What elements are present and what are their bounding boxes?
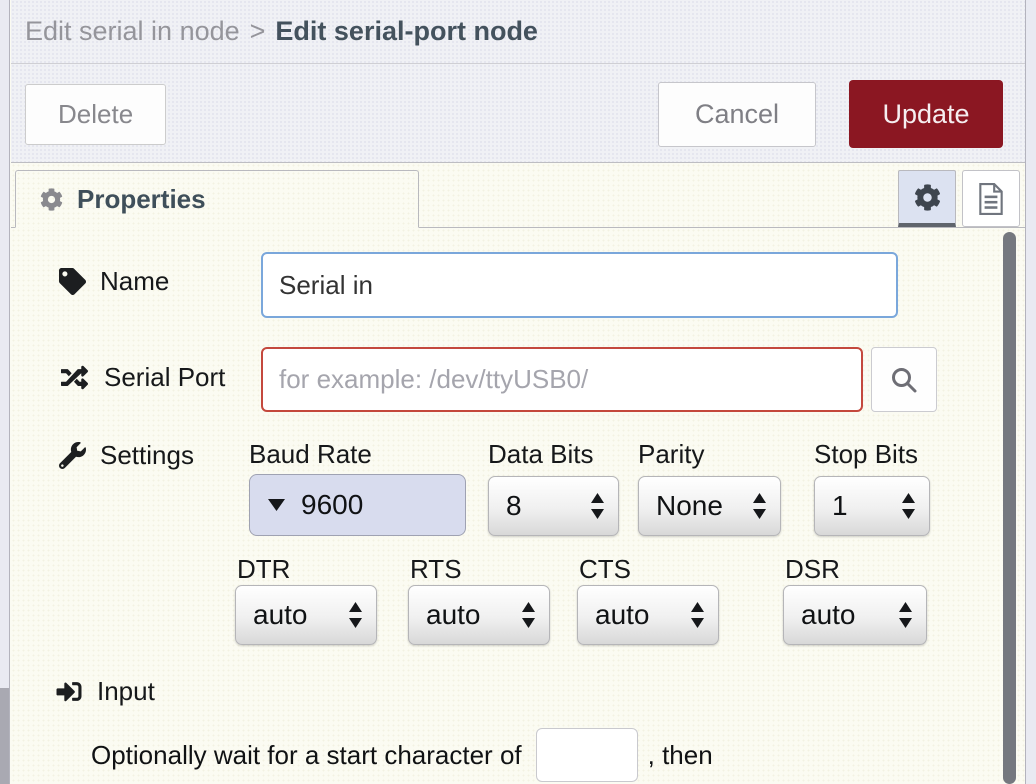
stop-bits-label: Stop Bits [814, 439, 919, 469]
rts-select[interactable]: auto [408, 585, 550, 645]
baud-rate-label: Baud Rate [249, 439, 372, 469]
edit-tray: Edit serial in node > Edit serial-port n… [11, 0, 1025, 784]
select-arrows-icon [690, 602, 705, 628]
caret-down-icon [268, 499, 285, 511]
breadcrumb-current: Edit serial-port node [275, 16, 538, 46]
data-bits-value: 8 [506, 490, 522, 521]
document-icon [978, 182, 1004, 215]
breadcrumb-separator: > [249, 16, 266, 46]
cancel-button[interactable]: Cancel [657, 82, 816, 147]
tab-properties-label: Properties [77, 183, 206, 214]
gear-icon [40, 187, 63, 211]
dtr-label: DTR [237, 554, 291, 584]
breadcrumb-parent[interactable]: Edit serial in node [25, 16, 240, 46]
baud-rate-value: 9600 [301, 489, 364, 520]
start-character-input[interactable] [535, 728, 638, 782]
select-arrows-icon [590, 493, 605, 519]
dsr-select[interactable]: auto [783, 585, 927, 645]
select-arrows-icon [898, 602, 913, 628]
select-arrows-icon [752, 493, 767, 519]
gear-icon [914, 183, 941, 211]
name-input[interactable] [261, 252, 898, 318]
serial-port-search-button[interactable] [871, 347, 937, 412]
dsr-value: auto [801, 599, 856, 630]
cts-value: auto [595, 599, 650, 630]
workspace-left-edge [0, 0, 10, 784]
parity-select[interactable]: None [638, 476, 781, 536]
search-icon [890, 366, 918, 394]
properties-form: Name Serial Port [11, 228, 1025, 784]
workspace-right-edge [1025, 0, 1036, 784]
name-row-label: Name [59, 266, 169, 297]
left-scrollbar-thumb[interactable] [0, 688, 9, 784]
editor-tab-bar: Properties [11, 163, 1025, 228]
start-character-row: Optionally wait for a start character of… [91, 728, 713, 782]
description-view-button[interactable] [962, 170, 1020, 227]
stop-bits-select[interactable]: 1 [814, 476, 930, 536]
parity-value: None [656, 490, 723, 521]
select-arrows-icon [348, 602, 363, 628]
tab-properties[interactable]: Properties [15, 170, 419, 228]
data-bits-label: Data Bits [488, 439, 594, 469]
name-label: Name [100, 266, 170, 296]
cts-label: CTS [579, 554, 631, 584]
dsr-label: DSR [785, 554, 840, 584]
baud-rate-select[interactable]: 9600 [249, 474, 466, 536]
serial-port-row-label: Serial Port [59, 362, 225, 393]
dtr-value: auto [253, 599, 308, 630]
form-scrollbar-thumb[interactable] [1003, 232, 1016, 784]
settings-label: Settings [100, 440, 194, 470]
input-section-label: Input [97, 676, 155, 706]
random-icon [59, 364, 90, 391]
select-arrows-icon [521, 602, 536, 628]
sign-in-icon [55, 679, 83, 704]
input-section-label-row: Input [55, 676, 155, 707]
cts-select[interactable]: auto [577, 585, 719, 645]
data-bits-select[interactable]: 8 [488, 476, 619, 536]
rts-label: RTS [410, 554, 462, 584]
wait-text-before: Optionally wait for a start character of [91, 739, 522, 770]
delete-button[interactable]: Delete [25, 84, 167, 145]
select-arrows-icon [901, 493, 916, 519]
wait-text-after: , then [647, 739, 713, 770]
wrench-icon [59, 442, 86, 469]
dialog-toolbar: Delete Cancel Update [11, 64, 1025, 163]
properties-view-button[interactable] [898, 170, 956, 227]
tag-icon [59, 268, 86, 295]
serial-port-label: Serial Port [104, 362, 226, 392]
rts-value: auto [426, 599, 481, 630]
dtr-select[interactable]: auto [235, 585, 377, 645]
update-button[interactable]: Update [849, 80, 1003, 148]
serial-port-input[interactable] [261, 347, 863, 412]
settings-row-label: Settings [59, 440, 194, 471]
breadcrumb: Edit serial in node > Edit serial-port n… [11, 0, 1025, 64]
stop-bits-value: 1 [832, 490, 848, 521]
parity-label: Parity [638, 439, 705, 469]
